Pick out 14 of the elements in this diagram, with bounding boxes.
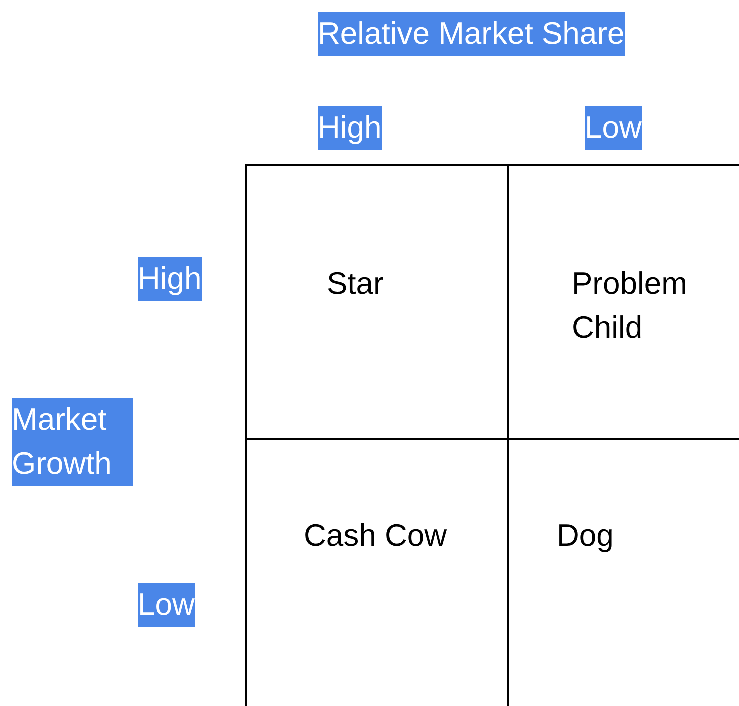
matrix-cell bbox=[245, 164, 509, 440]
matrix-cell bbox=[245, 438, 509, 706]
axis-label: Low bbox=[585, 106, 642, 150]
axis-label: Low bbox=[138, 583, 195, 627]
axis-title: Relative Market Share bbox=[318, 12, 625, 56]
matrix-cell bbox=[507, 164, 739, 440]
axis-title: Market Growth bbox=[12, 398, 133, 486]
axis-label: High bbox=[318, 106, 382, 150]
quadrant-label: Dog bbox=[557, 517, 615, 555]
quadrant-label: Problem Child bbox=[572, 265, 688, 347]
quadrant-label: Cash Cow bbox=[304, 517, 448, 555]
matrix-cell bbox=[507, 438, 739, 706]
axis-label: High bbox=[138, 257, 202, 301]
quadrant-label: Star bbox=[327, 265, 385, 303]
